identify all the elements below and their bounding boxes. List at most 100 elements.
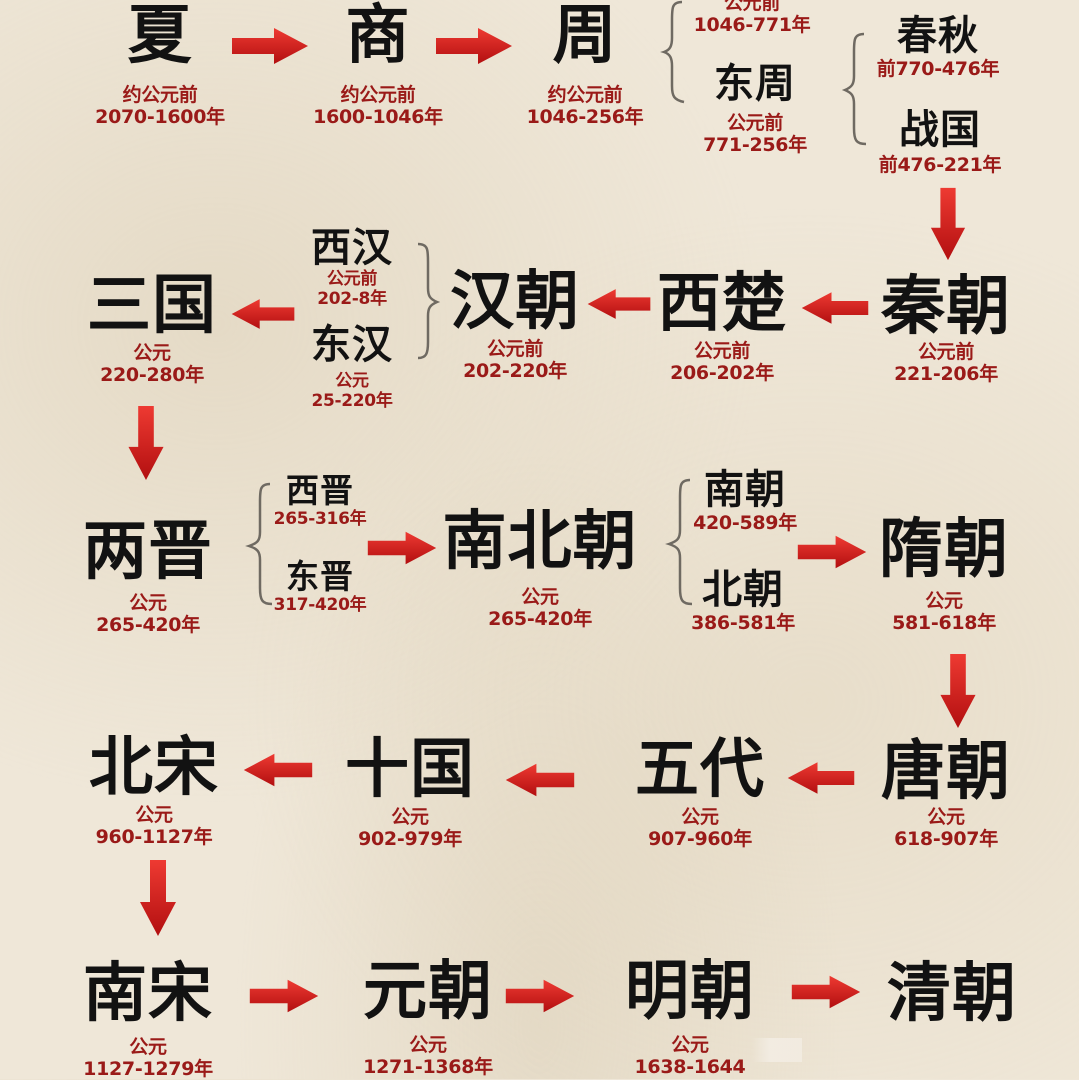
dynasty-years: 1600-1046年 — [313, 106, 443, 128]
arrow-left-icon — [801, 292, 869, 324]
dynasty-label: 前476-221年 — [878, 154, 1002, 176]
dynasty-label: 317-420年 — [273, 595, 367, 615]
arrow-right-icon — [436, 28, 512, 64]
dynasty-name: 隋朝 — [879, 513, 1009, 587]
dynasty-years: 581-618年 — [892, 612, 996, 634]
dynasty-label: 公元 — [681, 806, 719, 828]
dynasty-label: 公元前 — [693, 340, 751, 362]
dynasty-name: 东晋 — [285, 557, 354, 596]
dynasty-name: 战国 — [898, 107, 981, 153]
dynasty-years: 618-907年 — [894, 828, 998, 850]
dynasty-name: 夏 — [127, 0, 193, 73]
dynasty-years: 221-206年 — [894, 363, 998, 385]
dynasty-label: 386-581年 — [691, 612, 795, 634]
dynasty-name: 唐朝 — [881, 735, 1011, 809]
dynasty-name: 北宋 — [89, 731, 219, 805]
arrow-right-icon — [797, 535, 867, 569]
dynasty-years: 2070-1600年 — [95, 106, 225, 128]
arrow-left-icon — [243, 753, 313, 787]
dynasty-years: 1127-1279年 — [83, 1058, 213, 1080]
dynasty-dongzhou: 东周 公元前 771-256年 — [703, 64, 807, 156]
dynasty-name: 汉朝 — [450, 265, 580, 339]
dynasty-name: 东周 — [714, 61, 796, 107]
dynasty-years: 265-420年 — [488, 608, 592, 630]
dynasty-name: 南北朝 — [442, 505, 638, 579]
dynasty-years: 220-280年 — [100, 364, 204, 386]
dynasty-label: 约公元前 — [340, 84, 416, 106]
dynasty-xizhou: 公元前 1046-771年 — [694, 0, 811, 36]
dynasty-name: 春秋 — [896, 13, 979, 59]
dynasty-label: 前770-476年 — [876, 58, 1000, 80]
brace-icon — [665, 478, 693, 606]
dynasty-ming: 明朝 公元 1638-1644 — [625, 960, 755, 1078]
dynasty-years: 25-220年 — [311, 391, 393, 411]
dynasty-sui: 隋朝 公元 581-618年 — [879, 518, 1009, 634]
dynasty-wudai: 五代 公元 907-960年 — [635, 738, 765, 850]
dynasty-label: 公元前 — [917, 341, 975, 363]
brace-icon — [660, 0, 685, 104]
dynasty-name: 清朝 — [887, 957, 1017, 1031]
dynasty-xia: 夏 约公元前 2070-1600年 — [95, 4, 225, 128]
dynasty-name: 五代 — [635, 733, 765, 807]
arrow-right-icon — [249, 979, 319, 1013]
arrow-down-icon — [930, 187, 966, 261]
dynasty-name: 西晋 — [285, 471, 354, 510]
dynasty-years: 206-202年 — [670, 362, 774, 384]
brace-icon — [841, 32, 867, 146]
dynasty-name: 北朝 — [702, 567, 784, 613]
arrow-down-icon — [128, 405, 164, 481]
dynasty-years: 265-420年 — [96, 614, 200, 636]
dynasty-qing: 清朝 — [887, 962, 1017, 1026]
dynasty-years: 202-8年 — [317, 289, 387, 309]
arrow-down-icon — [940, 653, 976, 729]
dynasty-label: 公元 — [133, 342, 171, 364]
dynasty-label: 公元 — [129, 1036, 167, 1058]
arrow-left-icon — [787, 762, 855, 794]
dynasty-donghan: 东汉 公元 25-220年 — [311, 325, 393, 411]
dynasty-years: 907-960年 — [648, 828, 752, 850]
dynasty-name: 三国 — [87, 269, 217, 343]
dynasty-name: 元朝 — [363, 955, 493, 1029]
dynasty-name: 两晋 — [83, 515, 213, 589]
arrow-right-icon — [505, 979, 575, 1013]
dynasty-years: 1638-1644 — [634, 1056, 746, 1078]
dynasty-label: 420-589年 — [693, 512, 797, 534]
dynasty-years: 902-979年 — [358, 828, 462, 850]
dynasty-label: 公元 — [335, 371, 369, 391]
dynasty-name: 西汉 — [311, 225, 393, 271]
dynasty-label: 公元 — [391, 806, 429, 828]
dynasty-label: 公元前 — [326, 269, 378, 289]
blurred-overlay — [752, 1038, 802, 1062]
dynasty-name: 明朝 — [625, 955, 755, 1029]
dynasty-years: 1271-1368年 — [363, 1056, 493, 1078]
dynasty-han: 汉朝 公元前 202-220年 — [450, 270, 580, 382]
dynasty-label: 公元 — [409, 1034, 447, 1056]
arrow-down-icon — [140, 860, 176, 936]
arrow-left-icon — [587, 289, 651, 319]
dynasty-zhanguo: 战国 前476-221年 — [879, 110, 1002, 176]
dynasty-label: 公元前 — [726, 112, 784, 134]
dynasty-nanchao: 南朝 420-589年 — [693, 470, 797, 534]
arrow-right-icon — [367, 531, 437, 565]
dynasty-label: 公元 — [927, 806, 965, 828]
dynasty-xichu: 西楚 公元前 206-202年 — [657, 272, 787, 384]
dynasty-name: 周 — [552, 0, 618, 73]
dynasty-label: 265-316年 — [273, 509, 367, 529]
arrow-left-icon — [505, 763, 575, 797]
dynasty-xijin: 西晋 265-316年 — [274, 474, 367, 529]
dynasty-sanguo: 三国 公元 220-280年 — [87, 274, 217, 386]
dynasty-nansong: 南宋 公元 1127-1279年 — [83, 962, 213, 1080]
brace-icon — [417, 242, 441, 360]
brace-icon — [245, 482, 273, 606]
dynasty-name: 南宋 — [83, 957, 213, 1031]
dynasty-label: 公元前 — [486, 338, 544, 360]
dynasty-label: 公元前 — [723, 0, 781, 14]
dynasty-name: 十国 — [345, 733, 475, 807]
dynasty-label: 公元 — [129, 592, 167, 614]
dynasty-dongjin: 东晋 317-420年 — [274, 560, 367, 615]
dynasty-tang: 唐朝 公元 618-907年 — [881, 740, 1011, 850]
dynasty-yuan: 元朝 公元 1271-1368年 — [363, 960, 493, 1078]
dynasty-label: 公元 — [671, 1034, 709, 1056]
arrow-left-icon — [231, 299, 295, 329]
arrow-right-icon — [791, 975, 861, 1009]
